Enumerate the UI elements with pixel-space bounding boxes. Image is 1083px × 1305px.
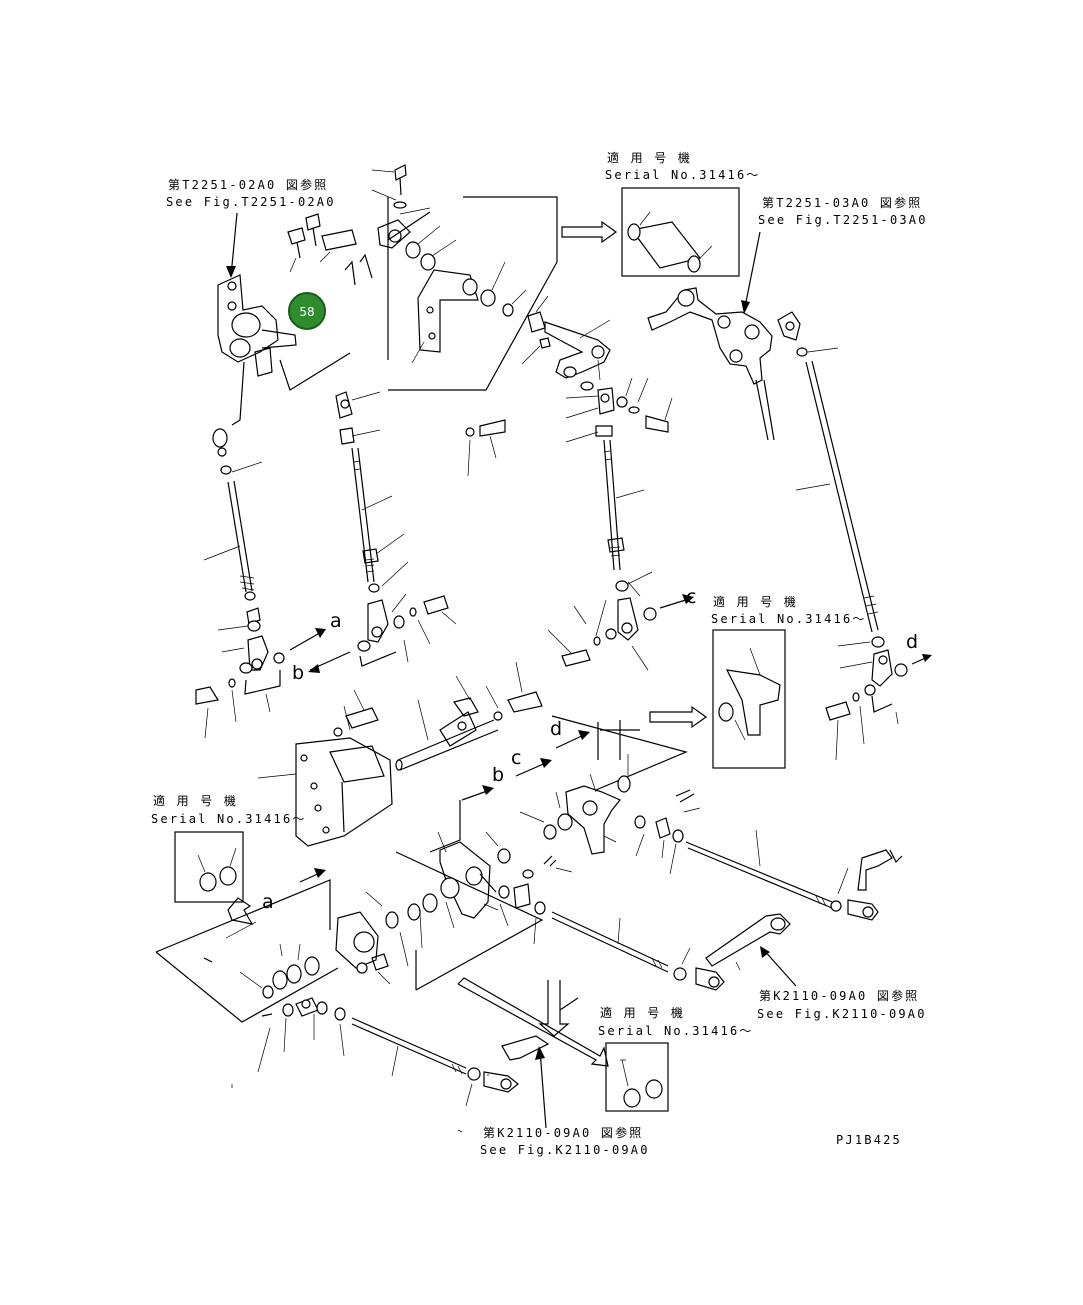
letter-c-lower: c bbox=[511, 747, 521, 769]
ref-k2110-09a0-bottom-en: See Fig.K2110-09A0 bbox=[480, 1143, 650, 1157]
serial-left-en: Serial No.31416～ bbox=[151, 812, 307, 826]
serial-bottom-en: Serial No.31416～ bbox=[598, 1024, 754, 1038]
top-right-assembly bbox=[647, 231, 839, 491]
lower-left-assembly bbox=[225, 911, 550, 1129]
ref-t2251-02a0-en: See Fig.T2251-02A0 bbox=[166, 195, 336, 209]
right-lever-assembly bbox=[485, 720, 701, 875]
rod-3 bbox=[547, 439, 694, 671]
serial-top-right-jp: 適 用 号 機 bbox=[607, 150, 692, 165]
rod-2 bbox=[335, 391, 457, 667]
serial-middle-right-jp: 適 用 号 機 bbox=[713, 594, 798, 609]
ref-t2251-02a0-jp: 第T2251-02A0 図参照 bbox=[168, 177, 328, 192]
connection-letters: a b c d b c d a bbox=[262, 586, 918, 913]
ref-k2110-09a0-right-jp: 第K2110-09A0 図参照 bbox=[759, 988, 919, 1003]
letter-d-lower: d bbox=[550, 718, 562, 740]
rod-1 bbox=[195, 428, 351, 739]
serial-labels: 適 用 号 機 Serial No.31416～ 適 用 号 機 Serial … bbox=[151, 150, 867, 1038]
arrow-to-middle-box bbox=[649, 705, 708, 729]
serial-box-bottom bbox=[605, 1042, 669, 1112]
letter-b-upper: b bbox=[292, 662, 304, 684]
ref-k2110-09a0-right-en: See Fig.K2110-09A0 bbox=[757, 1007, 927, 1021]
rod-4 bbox=[805, 360, 932, 761]
serial-top-right-en: Serial No.31416～ bbox=[605, 168, 761, 182]
serial-box-middle-right bbox=[712, 629, 786, 769]
serial-box-left bbox=[174, 831, 244, 903]
callout-58-number: 58 bbox=[299, 305, 314, 319]
top-left-bracket-assembly bbox=[217, 212, 373, 426]
bottom-middle-assembly bbox=[365, 831, 573, 990]
lower-middle-rod bbox=[551, 911, 797, 991]
serial-middle-right-en: Serial No.31416～ bbox=[711, 612, 867, 626]
letter-a-lower: a bbox=[262, 891, 274, 913]
letter-b-lower: b bbox=[492, 764, 504, 786]
cross-shaft-assembly bbox=[257, 661, 590, 847]
letter-a-upper: a bbox=[330, 610, 342, 632]
lower-right-rod bbox=[685, 829, 903, 921]
lower-big-arrows bbox=[231, 977, 626, 1133]
top-center-assembly bbox=[371, 164, 618, 391]
ref-t2251-03a0-jp: 第T2251-03A0 図参照 bbox=[762, 195, 922, 210]
serial-left-jp: 適 用 号 機 bbox=[153, 793, 238, 808]
ref-t2251-03a0-en: See Fig.T2251-03A0 bbox=[758, 213, 928, 227]
callout-58[interactable]: 58 bbox=[288, 292, 326, 330]
reference-labels: 第T2251-02A0 図参照 See Fig.T2251-02A0 第T225… bbox=[166, 177, 928, 1157]
letter-d-upper: d bbox=[906, 631, 918, 653]
serial-box-top-right bbox=[621, 187, 740, 277]
drawing-code: PJ1B425 bbox=[836, 1133, 902, 1147]
serial-bottom-jp: 適 用 号 機 bbox=[600, 1005, 685, 1020]
ref-k2110-09a0-bottom-jp: 第K2110-09A0 図参照 bbox=[483, 1125, 643, 1140]
center-lever bbox=[465, 295, 673, 477]
